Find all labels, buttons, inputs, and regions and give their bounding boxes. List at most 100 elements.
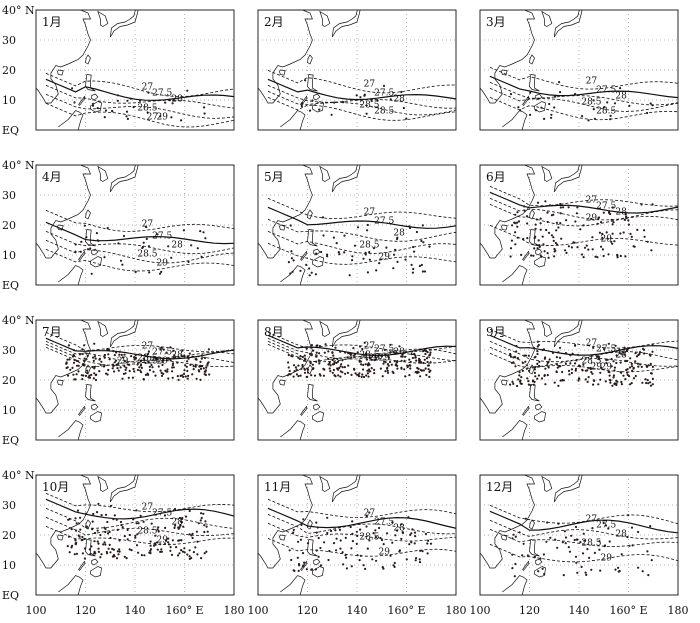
typhoon-genesis-point bbox=[625, 359, 629, 363]
typhoon-genesis-point bbox=[411, 271, 414, 274]
typhoon-genesis-point bbox=[575, 561, 578, 564]
typhoon-genesis-point bbox=[136, 363, 139, 366]
typhoon-genesis-point bbox=[65, 362, 68, 365]
typhoon-genesis-point bbox=[514, 355, 517, 358]
typhoon-genesis-point bbox=[83, 537, 86, 541]
typhoon-genesis-point bbox=[541, 235, 544, 238]
typhoon-genesis-point bbox=[550, 214, 554, 217]
typhoon-genesis-point bbox=[318, 108, 321, 111]
typhoon-genesis-point bbox=[559, 202, 562, 206]
hainan-coastline bbox=[57, 69, 64, 76]
typhoon-genesis-point bbox=[389, 98, 392, 101]
sst-contour-line bbox=[45, 209, 234, 232]
typhoon-genesis-point bbox=[180, 539, 183, 542]
typhoon-genesis-point bbox=[374, 529, 377, 532]
typhoon-genesis-point bbox=[200, 516, 203, 520]
typhoon-genesis-point bbox=[154, 374, 157, 377]
typhoon-genesis-point bbox=[84, 512, 88, 515]
typhoon-genesis-point bbox=[592, 383, 595, 386]
typhoon-genesis-point bbox=[576, 353, 580, 356]
typhoon-genesis-point bbox=[297, 364, 300, 367]
typhoon-genesis-point bbox=[555, 363, 559, 366]
contour-label: 27.5 bbox=[374, 518, 394, 528]
typhoon-genesis-point bbox=[599, 569, 602, 572]
typhoon-genesis-point bbox=[558, 81, 561, 84]
typhoon-genesis-point bbox=[400, 523, 403, 526]
typhoon-genesis-point bbox=[516, 236, 519, 239]
typhoon-genesis-point bbox=[548, 204, 552, 207]
typhoon-genesis-point bbox=[619, 361, 622, 364]
typhoon-genesis-point bbox=[640, 365, 643, 368]
typhoon-genesis-point bbox=[80, 240, 83, 243]
typhoon-genesis-point bbox=[405, 117, 408, 120]
typhoon-genesis-point bbox=[561, 379, 564, 382]
typhoon-genesis-point bbox=[624, 255, 627, 258]
typhoon-genesis-point bbox=[113, 361, 116, 364]
typhoon-genesis-point bbox=[629, 383, 632, 386]
typhoon-genesis-point bbox=[338, 366, 341, 370]
typhoon-genesis-point bbox=[514, 213, 517, 216]
typhoon-genesis-point bbox=[532, 383, 535, 386]
month-label: 11月 bbox=[264, 480, 291, 494]
typhoon-genesis-point bbox=[410, 353, 413, 356]
typhoon-genesis-point bbox=[200, 357, 203, 360]
taiwan-coastline bbox=[307, 519, 313, 530]
typhoon-genesis-point bbox=[106, 348, 109, 351]
palawan-coastline bbox=[78, 250, 86, 261]
typhoon-genesis-point bbox=[320, 250, 323, 254]
typhoon-genesis-point bbox=[625, 215, 628, 218]
borneo-coastline bbox=[502, 420, 528, 440]
typhoon-genesis-point bbox=[555, 221, 559, 224]
month-label: 10月 bbox=[42, 480, 69, 494]
typhoon-genesis-point bbox=[538, 244, 541, 247]
sst-contour-line bbox=[489, 87, 678, 112]
typhoon-genesis-point bbox=[516, 225, 519, 228]
contour-label: 29 bbox=[378, 253, 390, 263]
typhoon-genesis-point bbox=[126, 99, 129, 102]
typhoon-genesis-point bbox=[393, 360, 396, 363]
typhoon-genesis-point bbox=[509, 383, 512, 386]
typhoon-genesis-point bbox=[86, 248, 90, 251]
typhoon-genesis-point bbox=[199, 519, 202, 522]
typhoon-genesis-point bbox=[543, 374, 546, 377]
typhoon-genesis-point bbox=[183, 369, 186, 372]
typhoon-genesis-point bbox=[71, 366, 74, 369]
monthly-panels: 2727.52828.529271月2727.52828.528.52月2727… bbox=[35, 9, 679, 596]
typhoon-genesis-point bbox=[597, 217, 600, 220]
typhoon-genesis-point bbox=[536, 345, 539, 348]
typhoon-genesis-point bbox=[195, 530, 198, 533]
typhoon-genesis-point bbox=[630, 235, 633, 238]
contour-label: 28.5 bbox=[374, 107, 394, 117]
typhoon-genesis-point bbox=[339, 365, 342, 368]
typhoon-genesis-point bbox=[144, 373, 147, 376]
typhoon-genesis-point bbox=[331, 358, 334, 362]
contour-label: 29 bbox=[378, 548, 390, 558]
typhoon-genesis-point bbox=[155, 358, 158, 361]
typhoon-genesis-point bbox=[290, 354, 293, 358]
typhoon-genesis-point bbox=[351, 255, 354, 258]
typhoon-genesis-point bbox=[366, 369, 369, 372]
typhoon-genesis-point bbox=[130, 355, 133, 358]
typhoon-genesis-point bbox=[509, 93, 513, 96]
typhoon-genesis-point bbox=[526, 237, 529, 240]
typhoon-genesis-point bbox=[563, 530, 567, 533]
typhoon-genesis-point bbox=[311, 363, 314, 366]
typhoon-genesis-point bbox=[169, 359, 172, 362]
typhoon-genesis-point bbox=[72, 361, 76, 364]
typhoon-genesis-point bbox=[609, 118, 612, 121]
typhoon-genesis-point bbox=[513, 221, 516, 224]
typhoon-genesis-point bbox=[519, 382, 522, 385]
typhoon-genesis-point bbox=[359, 360, 362, 363]
typhoon-genesis-point bbox=[414, 535, 417, 538]
typhoon-genesis-point bbox=[66, 358, 69, 361]
typhoon-genesis-point bbox=[157, 526, 160, 529]
typhoon-genesis-point bbox=[591, 372, 594, 375]
typhoon-genesis-point bbox=[337, 374, 340, 377]
typhoon-genesis-point bbox=[188, 509, 191, 513]
typhoon-genesis-point bbox=[649, 384, 653, 387]
typhoon-genesis-point bbox=[651, 377, 655, 380]
contour-label: 29 bbox=[600, 554, 612, 564]
typhoon-genesis-point bbox=[308, 352, 311, 355]
typhoon-genesis-point bbox=[392, 350, 395, 353]
typhoon-genesis-point bbox=[195, 358, 198, 361]
